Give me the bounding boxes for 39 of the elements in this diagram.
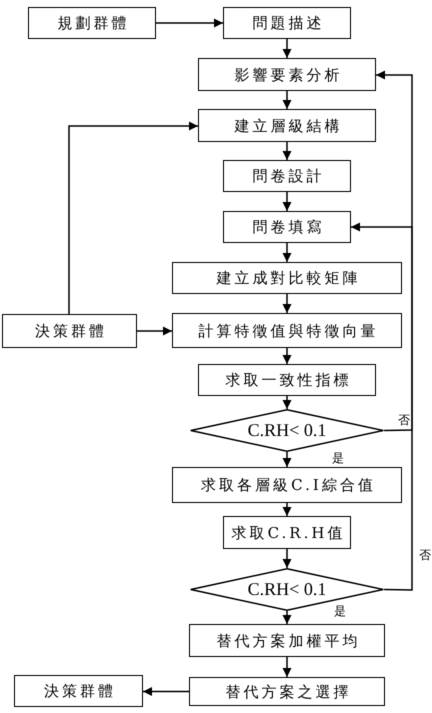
arrow: [282, 396, 292, 409]
process-box: 問卷填寫: [223, 211, 351, 243]
process-box: 求取C.R.H值: [223, 516, 351, 549]
edge-label: 否: [398, 414, 410, 426]
process-box: 替代方案之選擇: [189, 677, 385, 706]
arrow: [282, 192, 292, 211]
arrow: [351, 222, 413, 432]
process-box: 建立層級結構: [198, 109, 376, 142]
arrow: [282, 243, 292, 262]
process-box: 決策群體: [2, 314, 137, 348]
edge-label: 否: [419, 549, 431, 561]
edge-label: 是: [332, 452, 344, 464]
arrow: [143, 687, 189, 696]
process-box: 建立成對比較矩陣: [172, 262, 402, 294]
arrow: [282, 549, 292, 568]
arrow: [282, 142, 292, 160]
edge-label: 是: [334, 605, 346, 617]
arrow: [282, 503, 292, 516]
arrow: [156, 18, 223, 28]
arrow: [137, 326, 172, 336]
process-box: 影響要素分析: [198, 58, 376, 91]
process-box: 規劃群體: [28, 7, 156, 39]
decision-diamond: C.RH< 0.1: [190, 409, 384, 452]
process-box: 問卷設計: [223, 160, 351, 192]
arrow: [68, 122, 198, 314]
process-box: 求取一致性指標: [198, 364, 376, 396]
arrow: [282, 657, 292, 677]
arrow: [282, 611, 292, 624]
arrow: [282, 91, 292, 109]
process-box: 求取各層級C.I綜合值: [172, 467, 402, 503]
process-box: 替代方案加權平均: [189, 624, 385, 657]
arrow: [282, 452, 292, 467]
process-box: 計算特徵值與特徵向量: [172, 313, 402, 348]
arrow: [376, 70, 413, 591]
arrow: [282, 348, 292, 364]
arrow: [282, 294, 292, 313]
process-box: 決策群體: [14, 675, 143, 707]
process-box: 問題描述: [223, 7, 351, 39]
arrow: [282, 39, 292, 58]
